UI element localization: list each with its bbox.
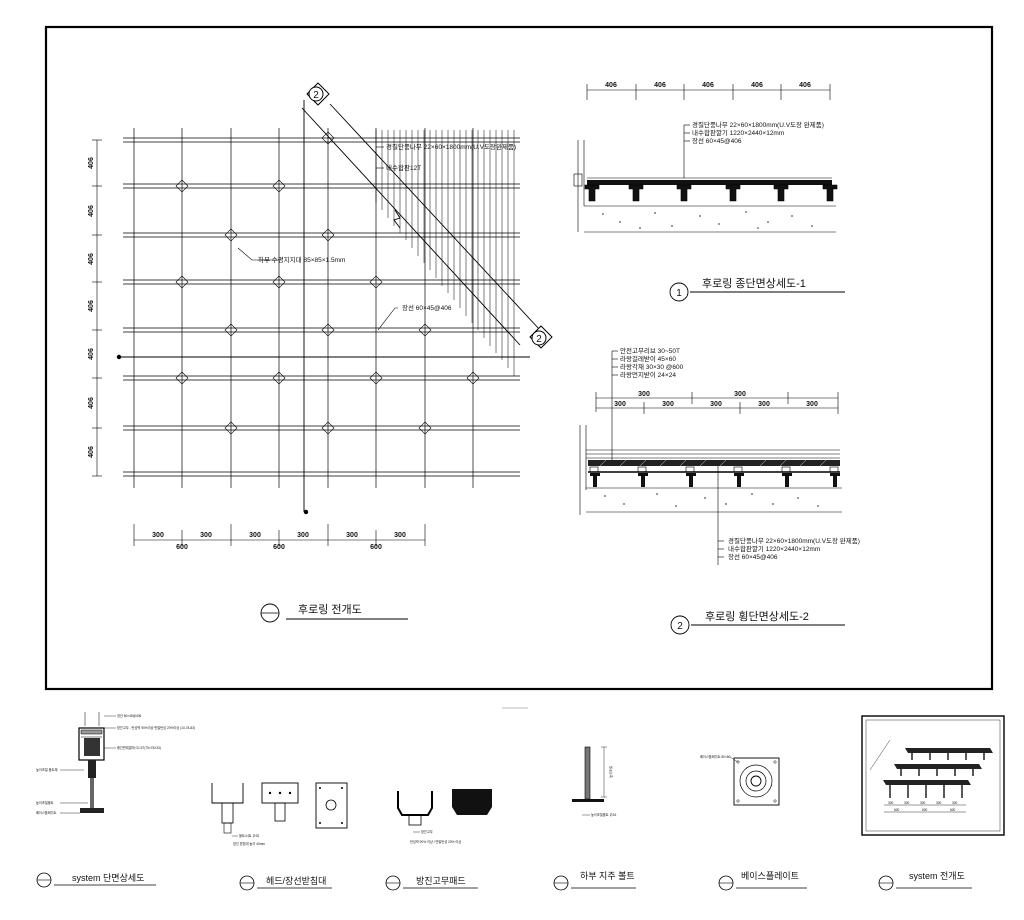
svg-text:406: 406: [654, 82, 666, 89]
svg-text:406: 406: [88, 397, 95, 409]
svg-text:300: 300: [638, 391, 650, 398]
svg-text:406: 406: [799, 82, 811, 89]
svg-text:300: 300: [394, 532, 406, 539]
svg-text:경질단풍나무 22×60×1800mm(U.V도장 완제품): 경질단풍나무 22×60×1800mm(U.V도장 완제품): [692, 120, 824, 129]
svg-text:300: 300: [346, 532, 358, 539]
svg-text:300: 300: [614, 401, 626, 408]
svg-text:300: 300: [200, 532, 212, 539]
svg-text:방진고무: 방진고무: [421, 829, 433, 834]
svg-text:안전고무리브 30~50T: 안전고무리브 30~50T: [620, 346, 680, 355]
svg-text:헤드/장선받침대: 헤드/장선받침대: [266, 875, 326, 886]
svg-text:장선 60×45@406: 장선 60×45@406: [692, 136, 742, 145]
svg-text:후로링 전개도: 후로링 전개도: [298, 603, 362, 616]
svg-text:406: 406: [751, 82, 763, 89]
svg-text:높이조절 볼트체: 높이조절 볼트체: [36, 767, 57, 772]
svg-text:600: 600: [950, 808, 956, 812]
svg-text:300: 300: [662, 401, 674, 408]
svg-text:300: 300: [734, 391, 746, 398]
section-detail-2: 안전고무리브 30~50T 라왕걸레받이 45×60 라왕각재 30×30 @6…: [579, 346, 860, 635]
plan-note-flooring: 경질단풍나무 22×60×1800mm(U.V도장완제품): [386, 142, 516, 151]
svg-text:베이스플레이트 80×80: 베이스플레이트 80×80: [700, 754, 731, 759]
svg-text:높이조절: 높이조절: [608, 766, 613, 778]
svg-text:베이스플레이트: 베이스플레이트: [741, 871, 799, 881]
svg-text:장선 60×45@406: 장선 60×45@406: [728, 552, 778, 561]
svg-text:406: 406: [88, 157, 95, 169]
svg-text:300: 300: [806, 401, 818, 408]
svg-text:볼트/너트 ∅32: 볼트/너트 ∅32: [239, 833, 259, 838]
svg-text:베이스플레이트: 베이스플레이트: [36, 810, 57, 815]
detail-rubber-pad: 방진고무 탄성력 90% 이상 / 반발탄성 20% 이상 방진고무패드: [385, 789, 492, 891]
detail-system-isometric: 300 300 300 300 300 600 600 600 system 전…: [861, 715, 1005, 891]
svg-text:라왕걸레받이 45×60: 라왕걸레받이 45×60: [620, 354, 676, 363]
svg-text:내수합판깔기 1220×2440×12mm: 내수합판깔기 1220×2440×12mm: [728, 544, 820, 553]
svg-text:406: 406: [702, 82, 714, 89]
svg-text:2: 2: [677, 621, 683, 632]
section-callout-top: 2: [306, 82, 330, 106]
svg-text:경질단풍나무 22×60×1800mm(U.V도장 완제품): 경질단풍나무 22×60×1800mm(U.V도장 완제품): [728, 536, 860, 545]
svg-text:후로링 횡단면상세도-2: 후로링 횡단면상세도-2: [705, 610, 809, 623]
svg-text:600: 600: [370, 544, 382, 551]
svg-text:600: 600: [894, 808, 900, 812]
svg-text:406: 406: [88, 348, 95, 360]
svg-text:높이조절볼트: 높이조절볼트: [36, 800, 54, 805]
svg-text:300: 300: [920, 801, 926, 805]
svg-text:406: 406: [88, 253, 95, 265]
section2-title: 2 후로링 횡단면상세도-2: [670, 610, 845, 635]
section-callout-right: 2: [529, 325, 553, 349]
detail-lower-bolt: 높이조절 높이조절볼트 ∅16 하부 지주 볼트: [553, 746, 636, 891]
svg-text:중간판재열재 G1.5T(75×78×33): 중간판재열재 G1.5T(75×78×33): [117, 745, 161, 750]
svg-text:하부 지주 볼트: 하부 지주 볼트: [580, 871, 635, 881]
plan-title: 후로링 전개도: [260, 603, 408, 623]
detail-head-support: 볼트/너트 ∅32 장선 받침대 높이 40mm 헤드/장선받침대: [211, 782, 348, 891]
svg-text:406: 406: [88, 300, 95, 312]
svg-text:라왕각재 30×30 @600: 라왕각재 30×30 @600: [620, 362, 684, 371]
svg-text:system 전개도: system 전개도: [909, 871, 965, 881]
svg-text:406: 406: [88, 205, 95, 217]
svg-text:방진고무패드: 방진고무패드: [416, 876, 466, 886]
detail-system-section: 장선 60×45@406 방진고무 - 탄성력 90%이상 반발탄성 20%이상…: [36, 712, 195, 888]
svg-text:system 단면상세도: system 단면상세도: [72, 873, 144, 883]
svg-text:후로링 종단면상세도-1: 후로링 종단면상세도-1: [702, 277, 806, 290]
svg-text:600: 600: [273, 544, 285, 551]
svg-text:높이조절볼트 ∅16: 높이조절볼트 ∅16: [591, 812, 616, 817]
svg-text:방진고무 - 탄성력 90%이상 반발탄성 20%이상 (1: 방진고무 - 탄성력 90%이상 반발탄성 20%이상 (10-78-83): [117, 725, 195, 730]
svg-text:300: 300: [152, 532, 164, 539]
svg-text:300: 300: [249, 532, 261, 539]
section1-title: 1 후로링 종단면상세도-1: [669, 277, 845, 302]
svg-text:406: 406: [605, 82, 617, 89]
plan-note-joist: 장선 60×45@406: [402, 303, 452, 312]
svg-text:1: 1: [676, 288, 682, 299]
svg-text:장선 60×45@406: 장선 60×45@406: [117, 713, 141, 718]
svg-text:600: 600: [922, 808, 928, 812]
section-detail-1: 406 406 406 406 406: [573, 82, 845, 302]
drawing-frame: [44, 25, 994, 691]
svg-text:내수합판깔기 1220×2440×12mm: 내수합판깔기 1220×2440×12mm: [692, 128, 784, 137]
detail-base-plate: 베이스플레이트 80×80 베이스플레이트: [700, 754, 807, 891]
svg-text:탄성력 90% 이상 / 반발탄성 20% 이상: 탄성력 90% 이상 / 반발탄성 20% 이상: [410, 839, 461, 844]
svg-text:장선 받침대 높이 40mm: 장선 받침대 높이 40mm: [233, 841, 265, 846]
svg-text:2: 2: [536, 334, 542, 345]
svg-text:300: 300: [758, 401, 770, 408]
svg-text:라왕먼지받이 24×24: 라왕먼지받이 24×24: [620, 370, 676, 379]
svg-text:406: 406: [88, 446, 95, 458]
plan-note-plywood: 내수합판12T: [386, 163, 421, 172]
svg-text:300: 300: [952, 801, 958, 805]
svg-text:300: 300: [936, 801, 942, 805]
svg-text:300: 300: [904, 801, 910, 805]
svg-text:300: 300: [297, 532, 309, 539]
svg-text:600: 600: [176, 544, 188, 551]
svg-text:300: 300: [710, 401, 722, 408]
svg-text:2: 2: [313, 90, 319, 101]
svg-text:300: 300: [888, 801, 894, 805]
plan-note-support: 하부 수평지지대 85×85×1.5mm: [258, 255, 345, 264]
floor-plan: 2 2 경질단풍나무 22×60×1800mm(U.V도장완제품) 내수합판12…: [88, 82, 553, 623]
